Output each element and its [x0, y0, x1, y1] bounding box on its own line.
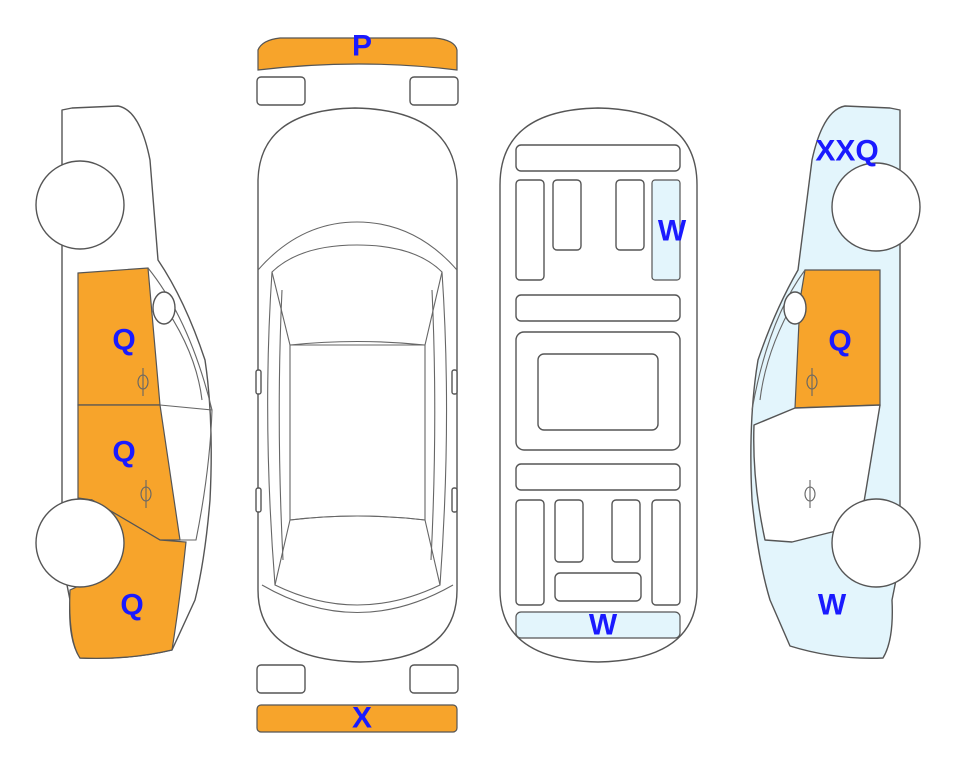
top-right-side-line — [439, 271, 448, 586]
floor-mid-bar-2 — [515, 463, 681, 491]
label-floor-right-panel: W — [658, 215, 687, 248]
left-mirror — [152, 291, 176, 325]
left-door-handle-rear-grip — [140, 486, 152, 502]
floor-seat-2 — [552, 179, 582, 251]
top-left-side-line — [267, 271, 276, 586]
right-front-wheel — [831, 162, 921, 252]
rear-bumper-panel — [256, 704, 458, 733]
label-left-front-door: Q — [112, 324, 135, 357]
top-windshield — [271, 244, 443, 346]
label-right-front-door: Q — [828, 325, 851, 358]
floor-seat-4 — [515, 499, 545, 606]
floor-seat-5 — [554, 499, 584, 563]
right-door-handle-rear-grip — [804, 486, 816, 502]
top-view: P X — [255, 30, 459, 735]
left-window-line-2 — [159, 404, 213, 541]
floor-seat-3 — [615, 179, 645, 251]
label-front-bumper: P — [352, 30, 372, 63]
left-side-view: Q Q Q — [35, 105, 213, 660]
floor-mid-bar-1 — [515, 294, 681, 322]
label-left-rear-door: Q — [112, 436, 135, 469]
left-door-handle-front-grip — [137, 374, 149, 390]
left-window-line — [147, 267, 213, 411]
floor-bottom-panel — [515, 611, 681, 639]
rear-right-light — [409, 664, 459, 694]
top-right-side-line-2 — [430, 289, 436, 561]
floor-seat-6 — [611, 499, 641, 563]
rear-left-light — [256, 664, 306, 694]
top-right-mirror-rear — [451, 487, 458, 513]
floor-seat-1 — [515, 179, 545, 281]
left-rear-wheel — [35, 498, 125, 588]
top-left-mirror — [255, 369, 262, 395]
label-right-front-fender: XXQ — [815, 135, 878, 168]
label-right-rear-quarter: W — [818, 589, 847, 622]
top-rear-window — [274, 515, 441, 606]
top-body-outline — [257, 107, 458, 663]
top-left-side-line-2 — [278, 289, 284, 561]
right-side-view: XXQ Q W — [750, 105, 921, 659]
front-bumper-panel — [257, 37, 458, 71]
right-rear-wheel — [831, 498, 921, 588]
front-right-light — [409, 76, 459, 106]
label-left-rear-quarter: Q — [120, 589, 143, 622]
floor-view: W W — [499, 107, 698, 663]
floor-right-panel — [651, 179, 681, 281]
floor-seat-7 — [651, 499, 681, 606]
top-right-mirror — [451, 369, 458, 395]
right-window-line — [751, 269, 806, 411]
front-left-light — [256, 76, 306, 106]
right-door-handle-front-grip — [806, 374, 818, 390]
top-hood-line — [257, 221, 458, 271]
label-floor-bottom-panel: W — [589, 609, 618, 642]
top-trunk-line — [261, 584, 454, 613]
left-front-wheel — [35, 160, 125, 250]
label-rear-bumper: X — [352, 702, 372, 735]
floor-lower-bar — [554, 572, 642, 602]
top-left-mirror-rear — [255, 487, 262, 513]
floor-center-inner — [537, 353, 659, 431]
floor-top-bar — [515, 144, 681, 172]
right-mirror — [783, 291, 807, 325]
